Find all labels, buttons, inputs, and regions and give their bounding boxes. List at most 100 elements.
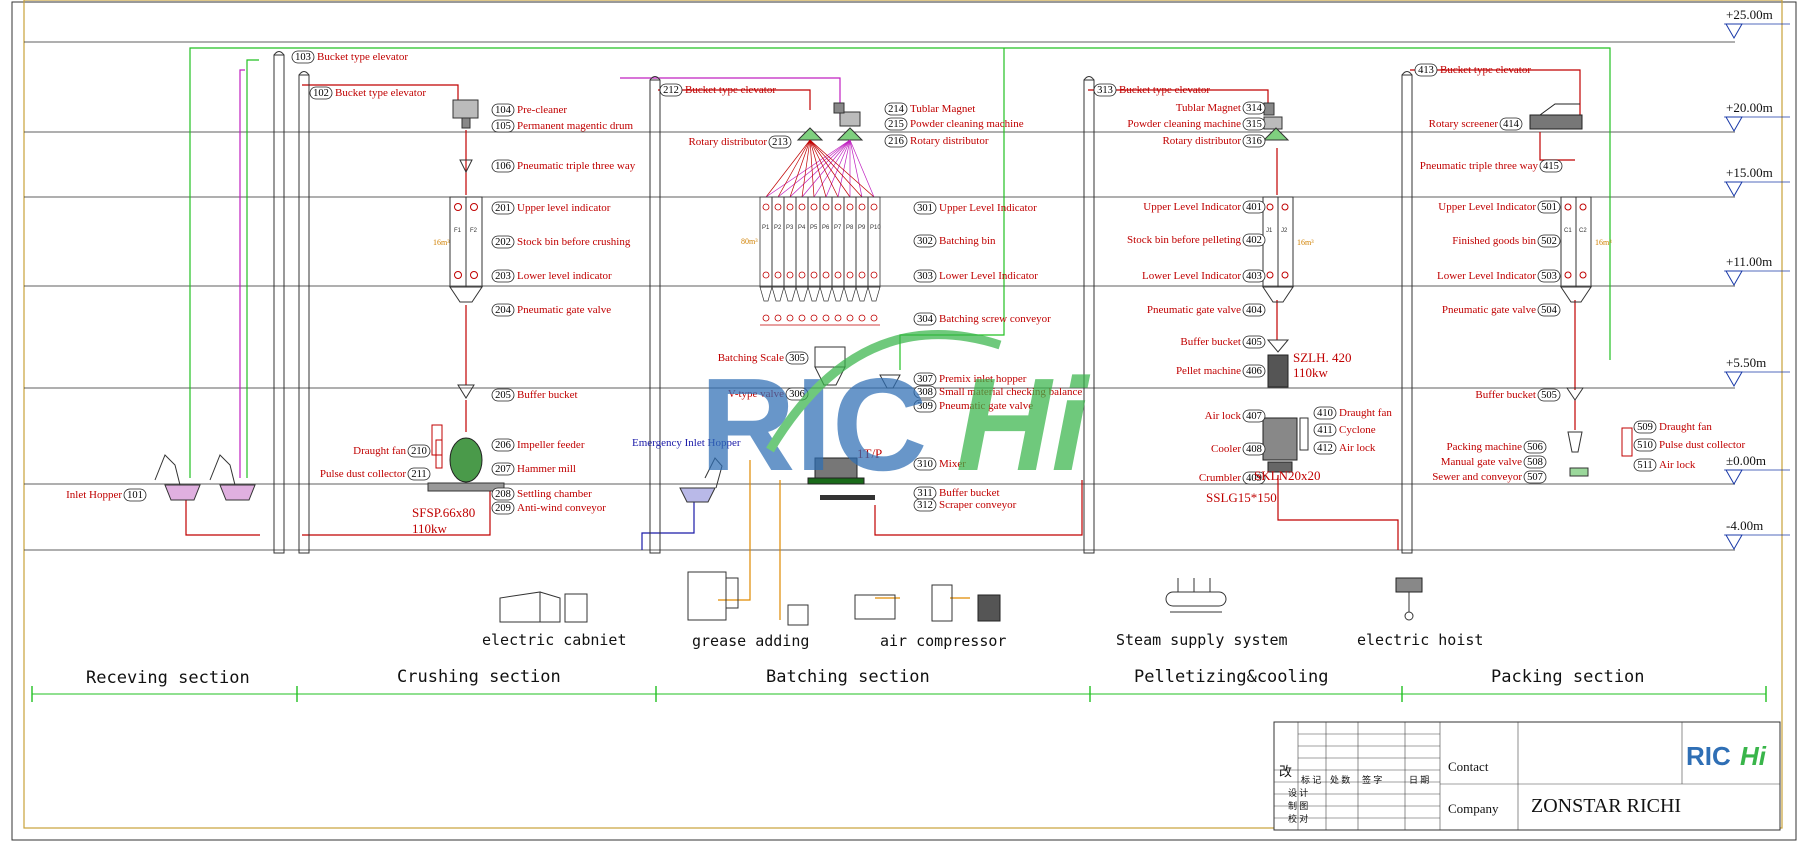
- buffer-bucket: [457, 384, 475, 399]
- item-number: 201: [495, 203, 511, 214]
- item-label: Pneumatic gate valve: [517, 304, 611, 316]
- hammer-mill-power: 110kw: [412, 521, 448, 536]
- number-bubble: [1242, 200, 1266, 214]
- company-name: ZONSTAR RICHI: [1531, 795, 1681, 817]
- number-bubble: [291, 50, 315, 64]
- bin-label: P3: [786, 225, 794, 231]
- rotary-distributor-216: [833, 102, 864, 141]
- bucket-elevator-103: [273, 51, 285, 554]
- item-number: 309: [917, 401, 933, 412]
- item-number: 410: [1317, 408, 1333, 419]
- triple-three-way-valve: [459, 159, 473, 174]
- item-number: 407: [1246, 411, 1262, 422]
- item-number: 405: [1246, 337, 1262, 348]
- revise-mark: 改: [1279, 764, 1292, 779]
- air-compressor-icon: [854, 584, 1001, 622]
- item-label: Stock bin before crushing: [517, 236, 631, 248]
- item-label: Manual gate valve: [1441, 456, 1522, 468]
- number-bubble: [1537, 269, 1561, 283]
- item-number: 102: [313, 88, 329, 99]
- bin-label: P6: [822, 225, 830, 231]
- item-number: 506: [1527, 442, 1543, 453]
- pellet-machine: [1266, 339, 1290, 388]
- section-title-crushing: Crushing section: [397, 667, 561, 687]
- item-number: 404: [1246, 305, 1263, 316]
- item-number: 315: [1246, 119, 1262, 130]
- item-label: Pneumatic gate valve: [1442, 304, 1536, 316]
- item-number: 211: [411, 469, 426, 480]
- item-number: 210: [411, 446, 427, 457]
- bucket-elevator-212: [649, 76, 661, 554]
- item-label: Buffer bucket: [1475, 389, 1536, 401]
- item-label: Buffer bucket: [517, 389, 578, 401]
- item-number: 510: [1637, 440, 1653, 451]
- elevation-marker: +15.00m: [1724, 165, 1790, 198]
- number-bubble: [913, 312, 937, 326]
- item-label: Powder cleaning machine: [910, 118, 1024, 130]
- item-label: Premix inlet hopper: [939, 373, 1027, 385]
- batching-bin: P5: [807, 196, 821, 322]
- item-label: Bucket type elevator: [317, 51, 408, 63]
- elevation-marker: +20.00m: [1724, 100, 1790, 133]
- number-bubble: [1313, 406, 1337, 420]
- number-bubble: [884, 134, 908, 148]
- crushing-stock-bins: F1 F2: [449, 196, 483, 303]
- hammer-mill: [427, 437, 505, 492]
- item-label: Bucket type elevator: [1440, 64, 1531, 76]
- cooler: [1262, 417, 1309, 473]
- item-number: 511: [1637, 460, 1652, 471]
- steam-supply-icon: [1165, 578, 1227, 613]
- item-number: 504: [1541, 305, 1558, 316]
- utility-label-steam-supply: Steam supply system: [1116, 631, 1288, 649]
- bin-volume: 16m³: [1595, 238, 1612, 247]
- callout-504: 504 Pneumatic gate valve: [1442, 303, 1561, 317]
- crushing-equipment: F1 F2 16m³: [427, 99, 505, 492]
- item-number: 101: [127, 490, 143, 501]
- title-row-label: 设 计: [1288, 787, 1308, 798]
- title-header-cell: 标 记: [1301, 774, 1321, 785]
- item-number: 401: [1246, 202, 1262, 213]
- section-title-receiving: Receving section: [86, 668, 250, 688]
- bin-label: P9: [858, 225, 866, 231]
- electric-cabinet-icon: [499, 591, 588, 623]
- item-label: Finished goods bin: [1452, 235, 1536, 247]
- number-bubble: [491, 235, 515, 249]
- bin-label: P4: [798, 225, 806, 231]
- elevation-label: +25.00m: [1726, 7, 1773, 22]
- item-number: 213: [772, 137, 788, 148]
- item-number: 403: [1246, 271, 1262, 282]
- number-bubble: [491, 501, 515, 515]
- batching-bin: P10: [867, 196, 881, 322]
- item-number: 311: [917, 488, 932, 499]
- inlet-hopper-1: [154, 454, 201, 501]
- item-number: 402: [1246, 235, 1262, 246]
- item-number: 304: [917, 314, 934, 325]
- bin-label: P10: [870, 225, 881, 231]
- number-bubble: [785, 351, 809, 365]
- section-title-batching: Batching section: [766, 667, 930, 687]
- item-label: Buffer bucket: [1180, 336, 1241, 348]
- number-bubble: [884, 102, 908, 116]
- bin-label: C2: [1579, 228, 1587, 234]
